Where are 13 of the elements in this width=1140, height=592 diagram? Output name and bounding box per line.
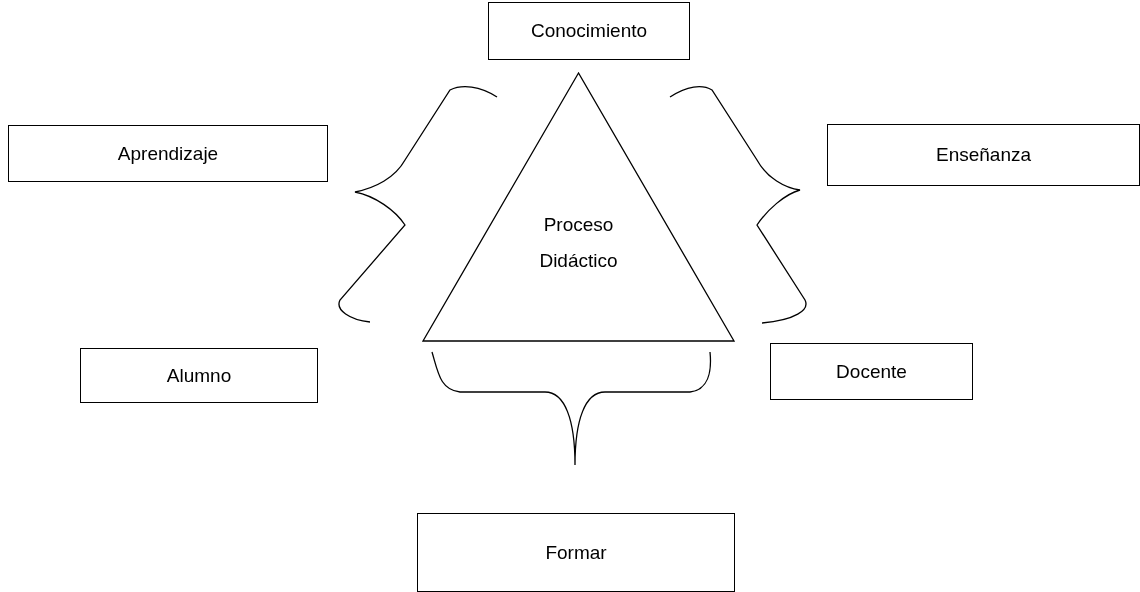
node-label: Proceso Didáctico [538, 213, 619, 273]
node-label: Aprendizaje [117, 142, 219, 165]
node-label: Formar [545, 541, 607, 564]
concept-box [488, 2, 690, 60]
node-label: Enseñanza [935, 144, 1032, 166]
node-label: Docente [836, 360, 907, 383]
concept-box [80, 348, 318, 403]
concept-box [827, 124, 1140, 186]
node-label: Alumno [166, 364, 232, 387]
concept-box [417, 513, 735, 592]
node-label: Conocimiento [530, 20, 648, 42]
concept-box [770, 343, 973, 400]
concept-box [8, 125, 328, 182]
